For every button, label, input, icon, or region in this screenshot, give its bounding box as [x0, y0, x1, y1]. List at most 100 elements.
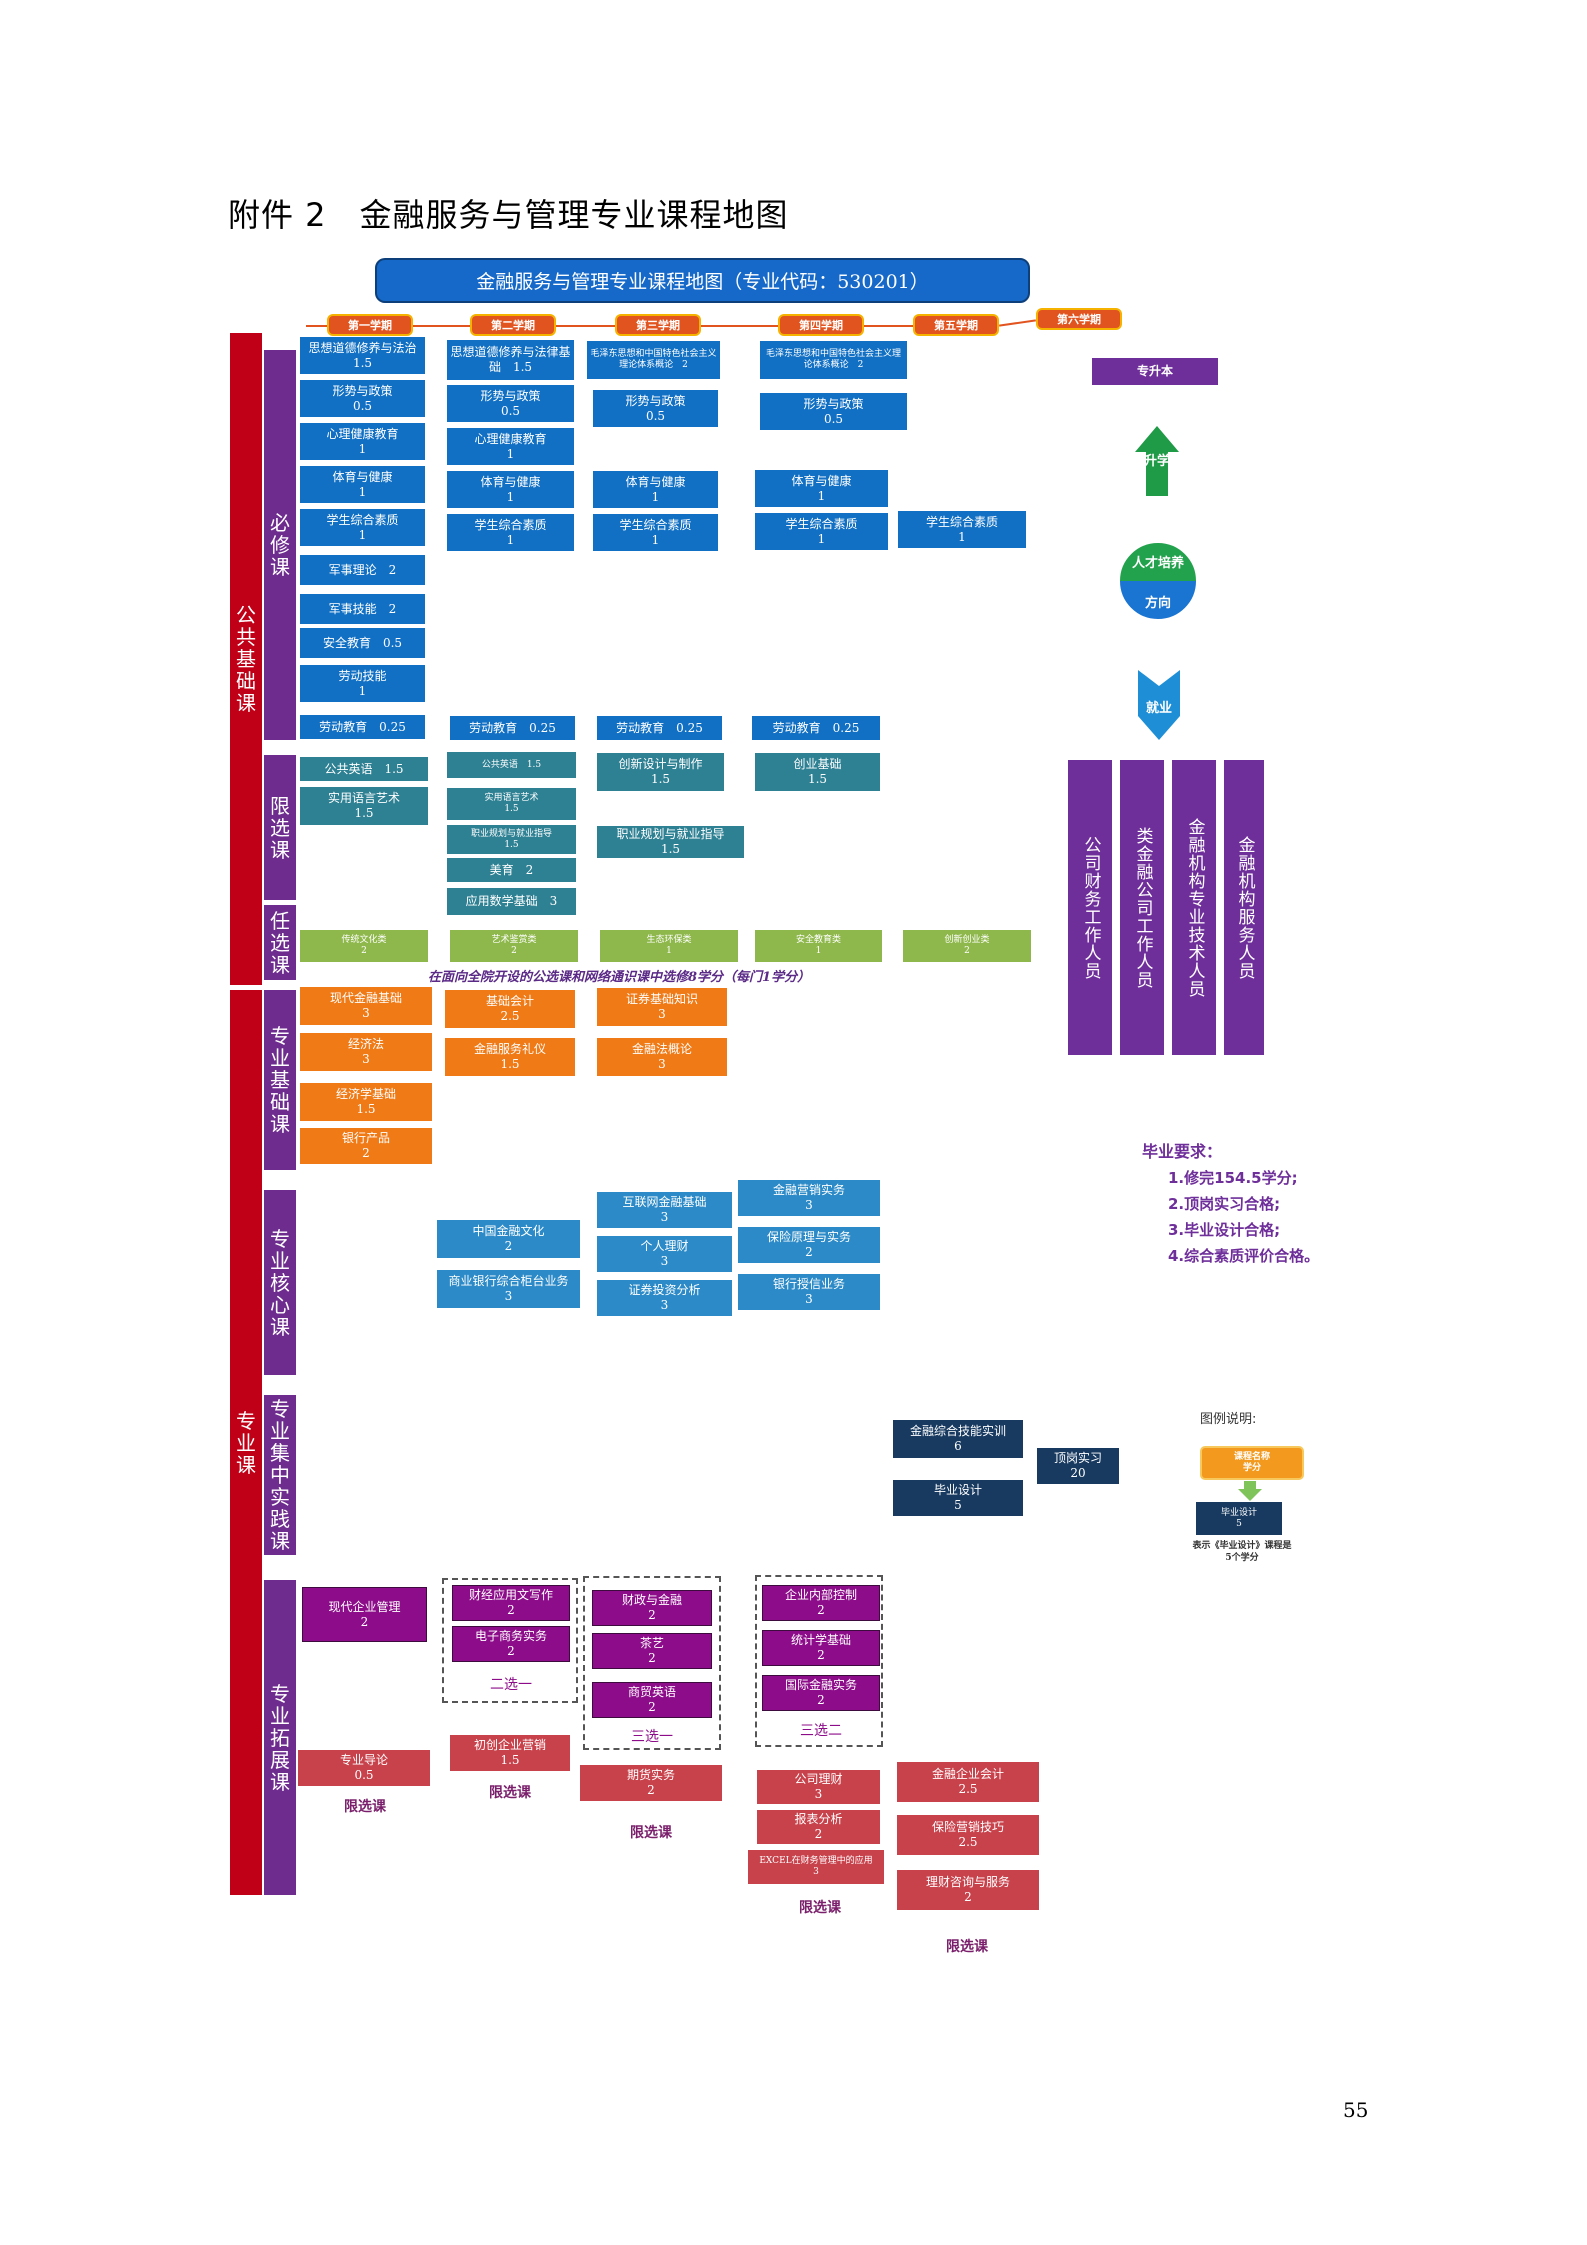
semester-5: 第五学期 [913, 314, 999, 336]
page-number: 55 [1343, 2098, 1369, 2122]
career-finance-staff: 公司财务工作人员 [1068, 760, 1112, 1055]
semester-4: 第四学期 [778, 314, 864, 336]
legend-sample-box: 课程名称学分 [1200, 1446, 1304, 1480]
course-box: 劳动教育 0.25 [597, 716, 722, 740]
graduation-item: 3.毕业设计合格; [1168, 1221, 1281, 1239]
semester-link [864, 325, 913, 327]
upgrade-arrow-label: 升学 [1143, 454, 1170, 469]
category-major: 专业课 [230, 990, 262, 1895]
course-box: 军事技能 2 [300, 594, 425, 624]
circle-bottom-label: 方向 [1144, 596, 1171, 611]
course-box: 思想道德修养与法律基础 1.5 [447, 340, 574, 380]
subcategory-major-core: 专业核心课 [264, 1190, 296, 1375]
subcategory-major-basic: 专业基础课 [264, 990, 296, 1170]
semester-link [413, 325, 470, 327]
semester-link [556, 325, 615, 327]
upgrade-box: 专升本 [1092, 358, 1218, 385]
course-box: 军事理论 2 [300, 555, 425, 585]
elective-notice: 在面向全院开设的公选课和网络通识课中选修8学分（每门1学分） [428, 970, 811, 985]
semester-1: 第一学期 [327, 314, 413, 336]
map-title-bar: 金融服务与管理专业课程地图（专业代码：530201） [375, 258, 1030, 303]
legend-title: 图例说明: [1200, 1412, 1257, 1427]
choice-label: 三选一 [631, 1729, 673, 1745]
semester-6: 第六学期 [1036, 308, 1122, 330]
career-quasi-finance: 类金融公司工作人员 [1120, 760, 1164, 1055]
semester-link [701, 325, 778, 327]
course-box: 毛泽东思想和中国特色社会主义理论体系概论 2 [587, 341, 720, 379]
subcategory-expansion: 专业拓展课 [264, 1580, 296, 1895]
legend-note: 表示《毕业设计》课程是5个学分 [1192, 1541, 1292, 1563]
course-box: 美育 2 [447, 858, 576, 882]
subcategory-required: 必修课 [264, 350, 296, 740]
upward-arrow-icon [1135, 426, 1179, 496]
semester-link [999, 319, 1036, 327]
course-box: 公共英语 1.5 [300, 757, 428, 781]
page-heading: 附件 2 金融服务与管理专业课程地图 [228, 196, 789, 234]
choice-label: 三选二 [800, 1723, 842, 1739]
map-title: 金融服务与管理专业课程地图（专业代码：530201） [476, 271, 929, 293]
limit-label: 限选课 [489, 1785, 531, 1801]
subcategory-elective: 任选课 [264, 905, 296, 980]
semester-2: 第二学期 [470, 314, 556, 336]
choice-group-s2 [442, 1578, 578, 1703]
subcategory-limited: 限选课 [264, 755, 296, 900]
limit-label: 限选课 [799, 1900, 841, 1916]
semester-3: 第三学期 [615, 314, 701, 336]
graduation-item: 2.顶岗实习合格; [1168, 1195, 1281, 1213]
limit-label: 限选课 [630, 1825, 672, 1841]
course-box: 劳动教育 0.25 [450, 716, 575, 740]
semester-link [306, 325, 327, 327]
choice-label: 二选一 [490, 1677, 532, 1693]
course-box: 应用数学基础 3 [447, 888, 576, 915]
career-service-staff: 金融机构服务人员 [1224, 760, 1264, 1055]
limit-label: 限选课 [946, 1939, 988, 1955]
